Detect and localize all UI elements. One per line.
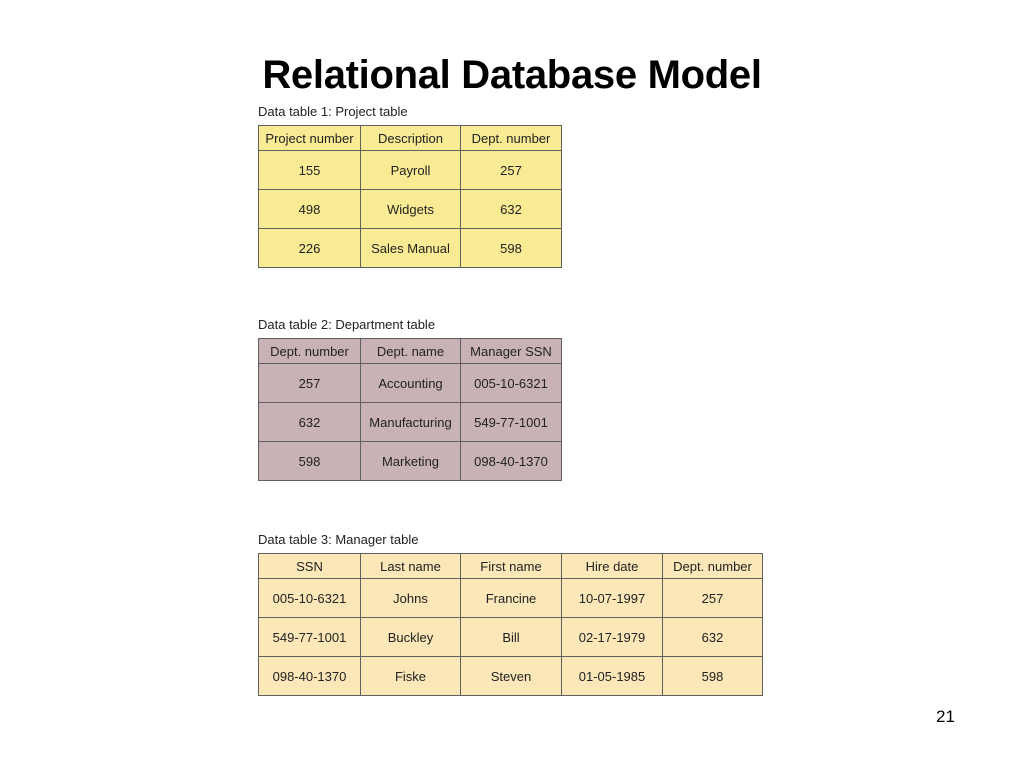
department-table-caption: Data table 2: Department table [258, 317, 436, 332]
column-header: Hire date [561, 553, 663, 579]
table-row: 257 Accounting 005-10-6321 [258, 363, 562, 403]
page-number: 21 [936, 707, 955, 726]
column-header: Last name [360, 553, 461, 579]
table-cell: 549-77-1001 [460, 402, 562, 442]
table-cell: 257 [460, 150, 562, 190]
table-cell: 01-05-1985 [561, 656, 663, 696]
table-cell: 098-40-1370 [258, 656, 361, 696]
table-cell: Bill [460, 617, 562, 657]
table-header-row: Project number Description Dept. number [258, 125, 562, 151]
table-row: 155 Payroll 257 [258, 150, 562, 190]
table-cell: 005-10-6321 [460, 363, 562, 403]
slide-title: Relational Database Model [262, 53, 762, 97]
column-header: First name [460, 553, 562, 579]
table-cell: 498 [258, 189, 361, 229]
table-cell: Steven [460, 656, 562, 696]
table-row: 632 Manufacturing 549-77-1001 [258, 402, 562, 442]
project-table-caption: Data table 1: Project table [258, 104, 408, 119]
manager-table-caption: Data table 3: Manager table [258, 532, 419, 547]
column-header: Dept. number [662, 553, 763, 579]
table-row: 549-77-1001 Buckley Bill 02-17-1979 632 [258, 617, 763, 657]
table-row: 226 Sales Manual 598 [258, 228, 562, 268]
table-cell: 598 [258, 441, 361, 481]
table-row: 498 Widgets 632 [258, 189, 562, 229]
table-cell: Payroll [360, 150, 461, 190]
table-cell: 226 [258, 228, 361, 268]
table-cell: 598 [460, 228, 562, 268]
table-cell: 632 [460, 189, 562, 229]
manager-table: SSN Last name First name Hire date Dept.… [258, 553, 763, 696]
column-header: SSN [258, 553, 361, 579]
table-cell: 257 [662, 578, 763, 618]
table-cell: 155 [258, 150, 361, 190]
table-cell: 632 [258, 402, 361, 442]
table-header-row: SSN Last name First name Hire date Dept.… [258, 553, 763, 579]
table-cell: 02-17-1979 [561, 617, 663, 657]
table-cell: 10-07-1997 [561, 578, 663, 618]
column-header: Dept. number [460, 125, 562, 151]
table-cell: Manufacturing [360, 402, 461, 442]
table-cell: Fiske [360, 656, 461, 696]
table-cell: 549-77-1001 [258, 617, 361, 657]
table-row: 098-40-1370 Fiske Steven 01-05-1985 598 [258, 656, 763, 696]
table-cell: 005-10-6321 [258, 578, 361, 618]
table-row: 005-10-6321 Johns Francine 10-07-1997 25… [258, 578, 763, 618]
project-table: Project number Description Dept. number … [258, 125, 562, 268]
column-header: Description [360, 125, 461, 151]
table-header-row: Dept. number Dept. name Manager SSN [258, 338, 562, 364]
table-cell: Francine [460, 578, 562, 618]
column-header: Dept. name [360, 338, 461, 364]
column-header: Manager SSN [460, 338, 562, 364]
table-row: 598 Marketing 098-40-1370 [258, 441, 562, 481]
department-table: Dept. number Dept. name Manager SSN 257 … [258, 338, 562, 481]
table-cell: Sales Manual [360, 228, 461, 268]
table-cell: Marketing [360, 441, 461, 481]
table-cell: 632 [662, 617, 763, 657]
table-cell: 257 [258, 363, 361, 403]
table-cell: Accounting [360, 363, 461, 403]
column-header: Project number [258, 125, 361, 151]
table-cell: Widgets [360, 189, 461, 229]
table-cell: Buckley [360, 617, 461, 657]
table-cell: 598 [662, 656, 763, 696]
table-cell: Johns [360, 578, 461, 618]
column-header: Dept. number [258, 338, 361, 364]
table-cell: 098-40-1370 [460, 441, 562, 481]
